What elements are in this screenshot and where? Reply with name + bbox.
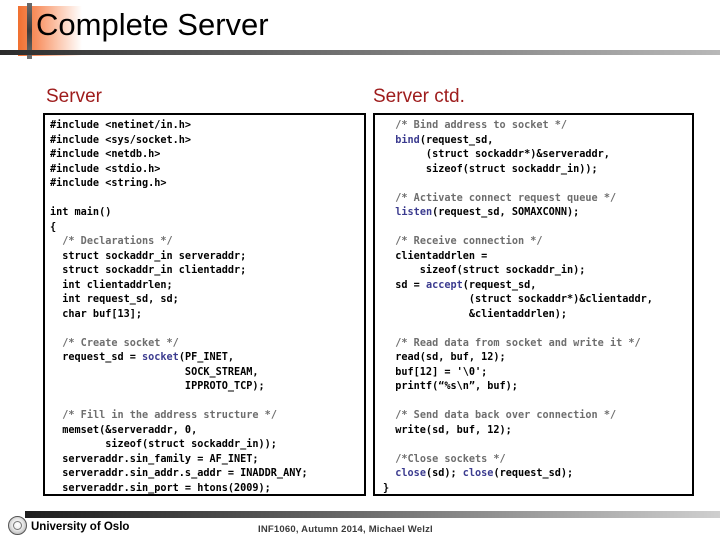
right-code-box: /* Bind address to socket */ bind(reques… bbox=[373, 113, 694, 496]
title-horizontal-rule bbox=[0, 50, 720, 55]
slide-header: Complete Server bbox=[0, 0, 720, 60]
title-vertical-bar bbox=[27, 3, 32, 59]
left-column-heading: Server bbox=[46, 86, 102, 107]
footer-organization: University of Oslo bbox=[31, 521, 130, 533]
footer-rule bbox=[25, 511, 720, 518]
page-title: Complete Server bbox=[36, 7, 269, 42]
right-code-listing: /* Bind address to socket */ bind(reques… bbox=[383, 120, 653, 494]
footer-course-info: INF1060, Autumn 2014, Michael Welzl bbox=[258, 524, 433, 535]
uio-seal-icon bbox=[8, 516, 27, 535]
left-code-box: #include <netinet/in.h> #include <sys/so… bbox=[43, 113, 366, 496]
right-column-heading: Server ctd. bbox=[373, 86, 465, 107]
left-code-listing: #include <netinet/in.h> #include <sys/so… bbox=[50, 120, 308, 494]
